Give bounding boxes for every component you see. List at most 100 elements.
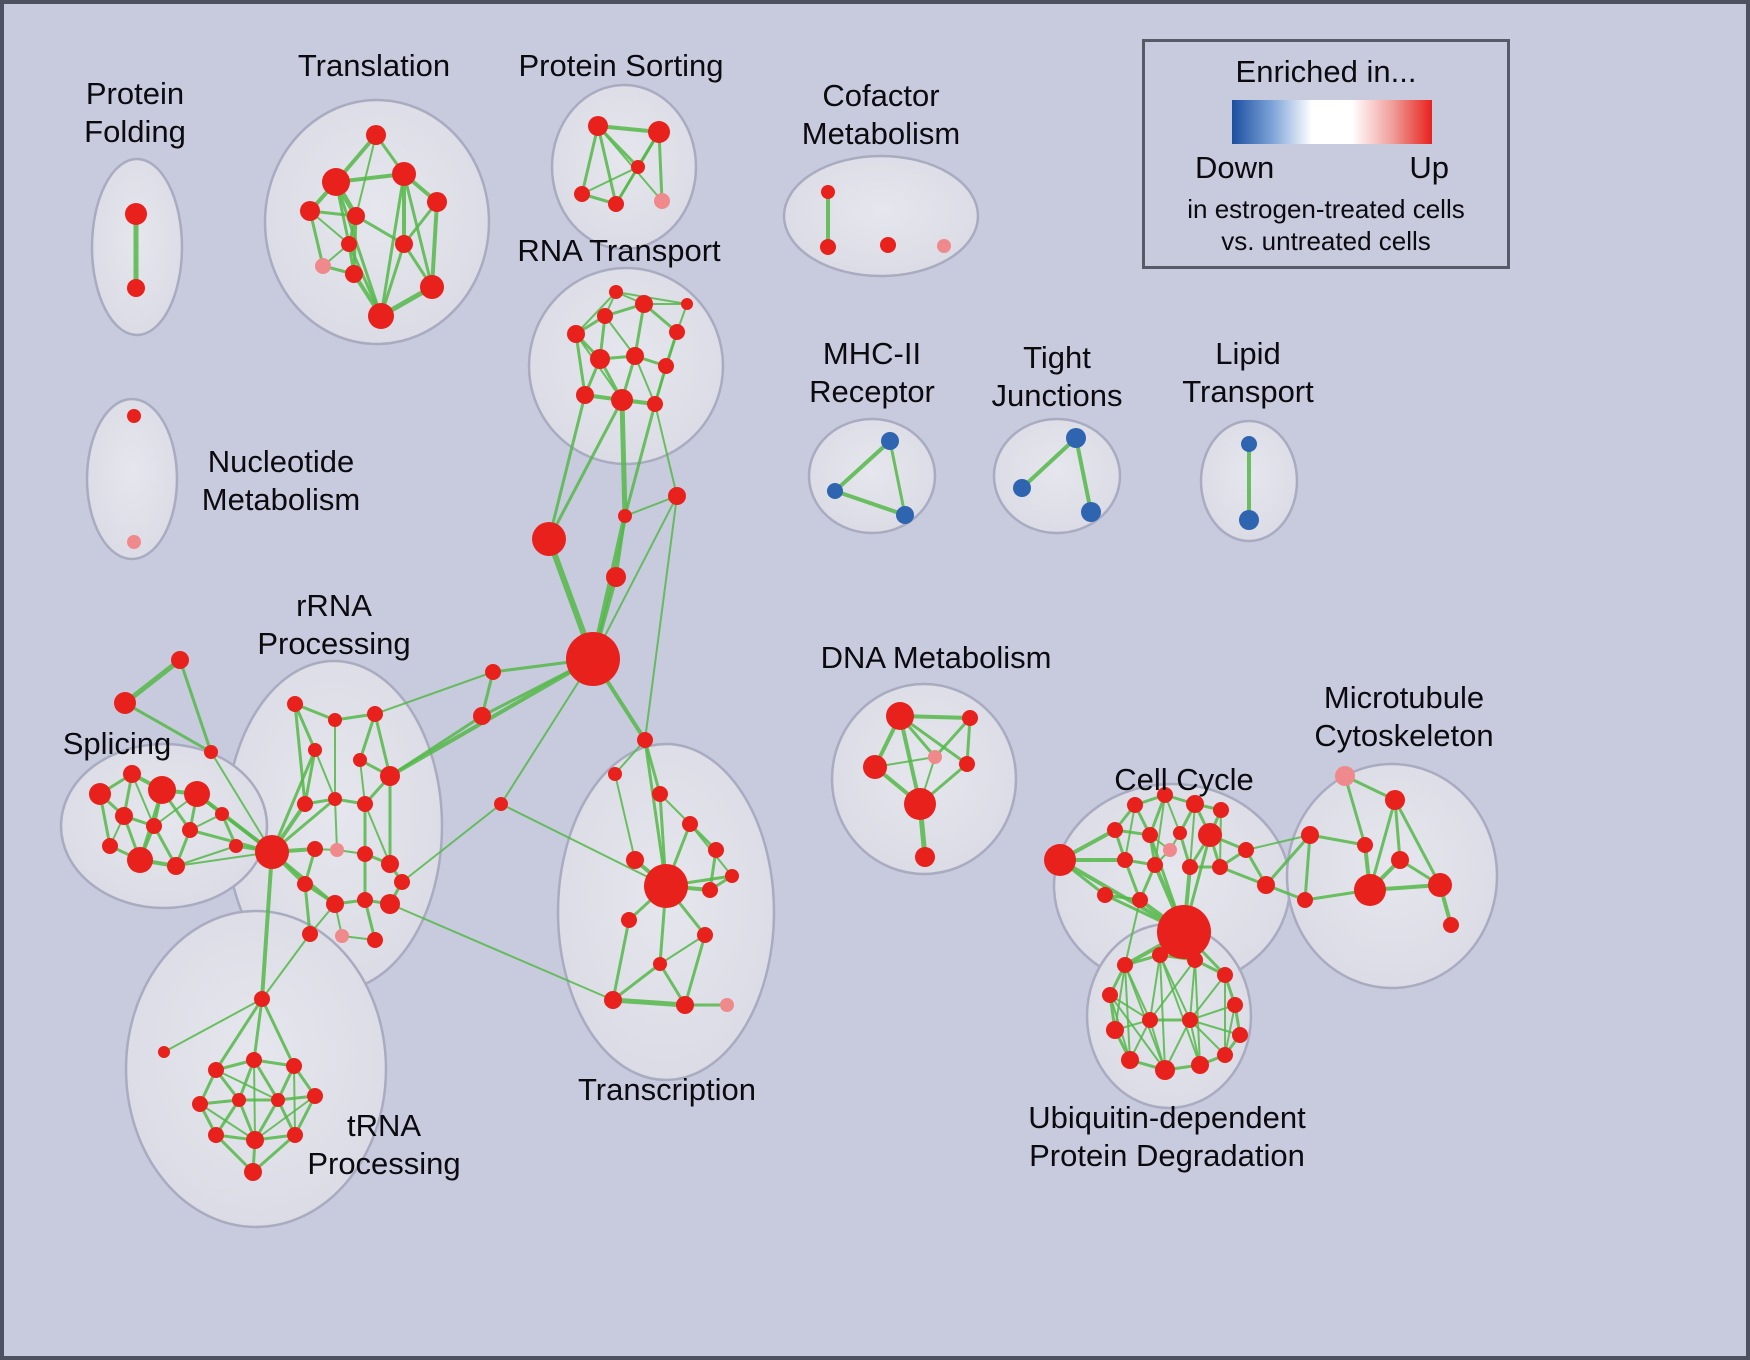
- edge-rp9-rp13: [364, 803, 391, 865]
- gene-set-node-ub8: [1232, 1027, 1248, 1043]
- edge-st3-rph: [210, 751, 273, 853]
- gene-set-node-ub7: [1106, 1021, 1124, 1039]
- edge-cn7-rp21: [401, 803, 502, 883]
- edge-tr5-tr11: [354, 214, 406, 246]
- gene-set-node-tp2: [246, 1052, 262, 1068]
- edge-ub3-ub14: [1189, 959, 1196, 1021]
- gene-set-node-rp15: [326, 895, 344, 913]
- gene-set-node-dm2: [962, 710, 978, 726]
- edge-ub5-ub10: [1109, 994, 1166, 1071]
- edge-rph-rp4: [270, 748, 317, 854]
- edge-tp0-tp1: [214, 997, 264, 1072]
- edge-ps1-ps3: [580, 124, 600, 196]
- gene-set-node-tr9: [368, 303, 394, 329]
- edge-ub1-ub7: [1114, 964, 1126, 1031]
- gene-set-node-lt1: [1241, 436, 1257, 452]
- gene-set-node-ps4: [608, 196, 624, 212]
- gene-set-node-cm2: [820, 239, 836, 255]
- gene-set-node-rp13: [381, 855, 399, 873]
- gene-set-node-cm4: [937, 239, 951, 253]
- edge-ub1-ub9: [1124, 964, 1131, 1061]
- legend-title: Enriched in...: [1235, 54, 1417, 89]
- edge-rt9-cn1: [547, 398, 624, 541]
- gene-set-node-ps5: [654, 193, 670, 209]
- edge-cn3-tx1: [644, 495, 678, 741]
- gene-set-node-tp1: [208, 1062, 224, 1078]
- gene-set-node-tx15: [653, 957, 667, 971]
- gene-set-node-tr2: [366, 125, 386, 145]
- edge-mh2-mh3: [833, 489, 907, 517]
- gene-set-node-ub13: [1142, 1012, 1158, 1028]
- gene-set-node-rp11: [330, 843, 344, 857]
- gene-set-node-rt2: [597, 308, 613, 324]
- gene-set-node-mh3: [896, 506, 914, 524]
- edge-tp2-tp9: [253, 1059, 256, 1141]
- legend: Enriched in... Down Up in estrogen-treat…: [1142, 39, 1510, 269]
- gene-set-node-rp14: [297, 876, 313, 892]
- edge-rp4-rp8: [314, 749, 336, 800]
- legend-caption-line1: in estrogen-treated cells: [1187, 194, 1465, 224]
- gene-set-node-ps2: [648, 121, 670, 143]
- edge-rp8-rp11: [334, 798, 338, 851]
- gene-set-node-rp1: [287, 696, 303, 712]
- edge-cn7-hub: [500, 658, 594, 805]
- gene-set-node-sp1: [89, 783, 111, 805]
- edge-rt10-cn2: [623, 402, 657, 518]
- gene-set-node-cc13: [1182, 859, 1198, 875]
- gene-set-node-ps1: [588, 116, 608, 136]
- gene-set-node-cn6: [473, 707, 491, 725]
- edge-tp1-tp6: [215, 1069, 279, 1101]
- gene-set-node-rp2: [328, 713, 342, 727]
- legend-gradient-bar: [1232, 100, 1432, 144]
- gene-set-node-tx6: [626, 851, 644, 869]
- cluster-label-dna-metabolism: DNA Metabolism: [821, 640, 1052, 675]
- gene-set-node-tx5: [708, 842, 724, 858]
- gene-set-node-rp18: [335, 929, 349, 943]
- gene-set-node-rp5: [353, 753, 367, 767]
- gene-set-node-cc4: [1186, 795, 1204, 813]
- edge-rp4-rp7: [303, 748, 317, 806]
- gene-set-node-tr11: [395, 235, 413, 253]
- gene-set-node-cm1: [821, 185, 835, 199]
- edge-rt1-rt8: [574, 332, 587, 397]
- gene-set-node-tr12: [341, 236, 357, 252]
- edge-rt11-rt12: [615, 291, 688, 305]
- gene-set-node-cc17: [1132, 892, 1148, 908]
- gene-set-node-dm1: [886, 702, 914, 730]
- gene-set-node-rp12: [357, 846, 373, 862]
- gene-set-node-tx3: [652, 786, 668, 802]
- gene-set-node-sp10: [102, 838, 118, 854]
- edge-tx12-tx13: [610, 997, 688, 1008]
- gene-set-node-rp21: [394, 874, 410, 890]
- edge-cc15-mc3: [1245, 834, 1311, 851]
- gene-set-node-sp5: [115, 807, 133, 825]
- edge-ps3-ps6: [581, 166, 639, 195]
- gene-set-node-sp9: [167, 857, 185, 875]
- gene-set-node-rp17: [380, 894, 400, 914]
- edge-st1-st3: [178, 658, 213, 754]
- gene-set-node-cc12: [1147, 857, 1163, 873]
- edge-tp10-tp11: [251, 1133, 297, 1174]
- gene-set-node-rp10: [307, 841, 323, 857]
- edge-tp12-tp0: [163, 998, 263, 1053]
- gene-set-node-hub: [566, 632, 620, 686]
- gene-set-node-dm5: [959, 756, 975, 772]
- edge-rp1-rp4: [293, 702, 317, 752]
- edge-rp14-rp19: [303, 882, 312, 936]
- edge-tx11-tx13: [683, 933, 707, 1007]
- edge-sp2-sp6: [131, 773, 155, 827]
- gene-set-node-rt6: [626, 347, 644, 365]
- gene-set-node-mc6: [1428, 873, 1452, 897]
- gene-set-node-dm4: [928, 750, 942, 764]
- edge-cn7-tx7: [500, 803, 667, 887]
- gene-set-node-rp3: [367, 706, 383, 722]
- gene-set-node-mch: [1354, 874, 1386, 906]
- edge-cn3-rt10: [654, 403, 678, 497]
- gene-set-node-tp12: [158, 1046, 170, 1058]
- gene-set-node-tx7: [644, 864, 688, 908]
- edge-tx10-tx12: [611, 918, 631, 1002]
